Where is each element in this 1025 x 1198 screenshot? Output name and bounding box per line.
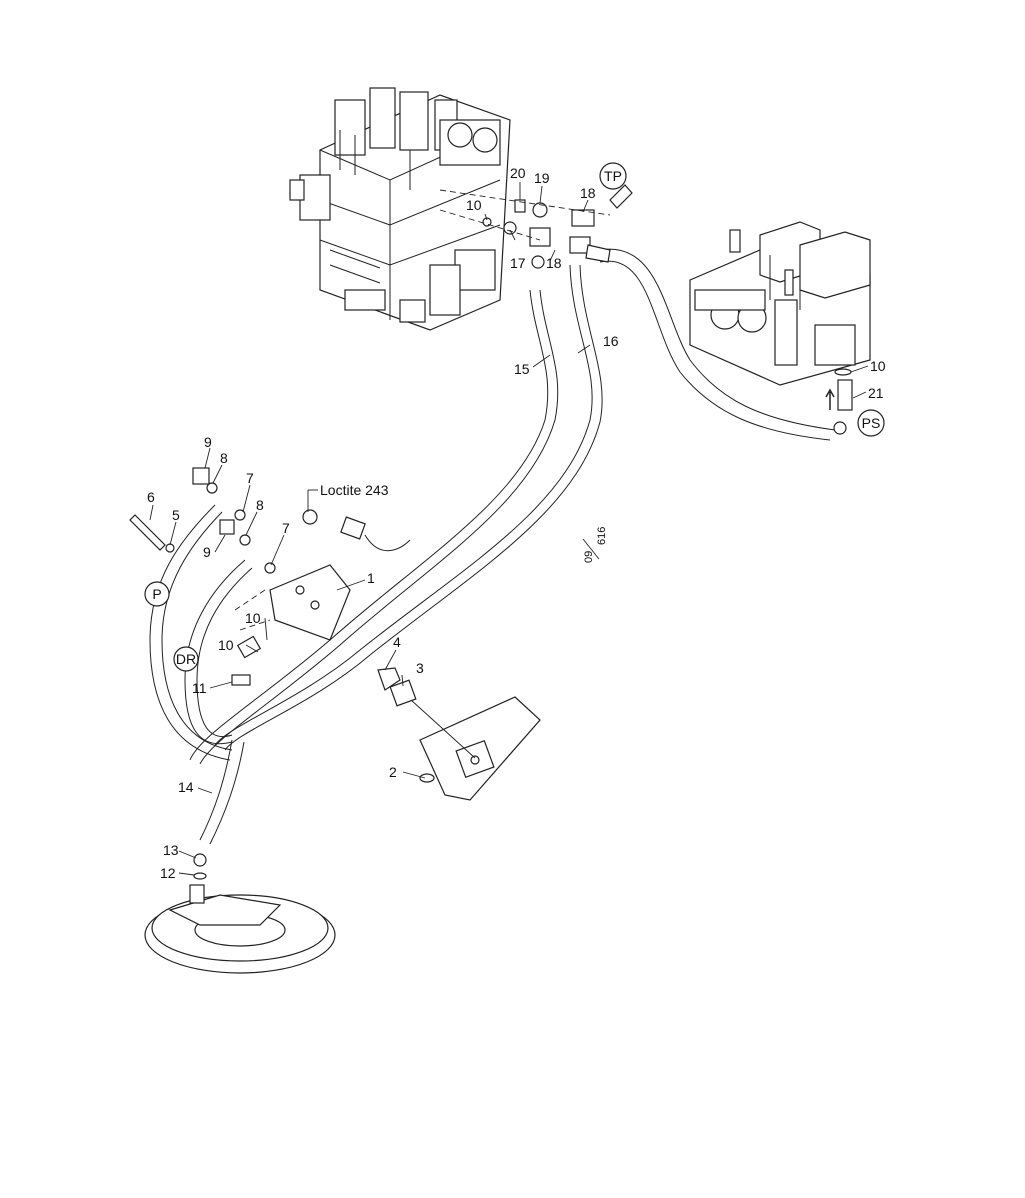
port-marker-tp: TP xyxy=(599,162,627,190)
right-valve-bank xyxy=(689,221,871,386)
port-label-ps: PS xyxy=(862,415,881,431)
callout-labels: 1 2 3 4 5 6 7 7 8 8 9 9 10 10 10 10 11 1… xyxy=(147,165,886,881)
main-control-valve xyxy=(289,87,511,331)
drawing-code-bottom: 616 xyxy=(596,527,608,545)
rotary-ring xyxy=(144,884,336,974)
callout-3: 3 xyxy=(416,660,424,676)
callout-9-lower: 9 xyxy=(203,544,211,560)
flow-arrow-icon xyxy=(825,388,835,410)
drawing-code-top: 09 xyxy=(583,551,595,563)
callout-16: 16 xyxy=(603,333,619,349)
mounting-plate xyxy=(399,689,541,801)
callout-10-right: 10 xyxy=(870,358,886,374)
leader-lines xyxy=(149,182,869,876)
callout-1: 1 xyxy=(367,570,375,586)
port-marker-ps: PS xyxy=(857,409,885,437)
callout-10-left: 10 xyxy=(218,637,234,653)
callout-9-upper: 9 xyxy=(204,434,212,450)
callout-4: 4 xyxy=(393,634,401,650)
callout-11: 11 xyxy=(192,680,207,696)
callout-17: 17 xyxy=(510,255,526,271)
callout-18-upper: 18 xyxy=(580,185,596,201)
port-label-dr: DR xyxy=(176,651,196,667)
port-marker-p: P xyxy=(144,581,170,607)
callout-7-lower: 7 xyxy=(282,520,290,536)
callout-10-mid: 10 xyxy=(245,610,261,626)
small-parts xyxy=(129,184,853,880)
callout-12: 12 xyxy=(160,865,176,881)
callout-10-top: 10 xyxy=(466,197,482,213)
callout-15: 15 xyxy=(514,361,530,377)
callout-20: 20 xyxy=(510,165,526,181)
callout-13: 13 xyxy=(163,842,179,858)
callout-6: 6 xyxy=(147,489,155,505)
loctite-note: Loctite 243 xyxy=(320,482,389,498)
port-label-p: P xyxy=(152,586,161,602)
callout-14: 14 xyxy=(178,779,194,795)
callout-5: 5 xyxy=(172,507,180,523)
port-label-tp: TP xyxy=(604,168,622,184)
port-marker-dr: DR xyxy=(173,646,199,672)
callout-8-lower: 8 xyxy=(256,497,264,513)
hoses xyxy=(149,248,836,845)
callout-21: 21 xyxy=(868,385,884,401)
manifold-block xyxy=(234,564,351,641)
drawing-code: 09 616 xyxy=(582,527,608,563)
callout-18-lower: 18 xyxy=(546,255,562,271)
callout-8-upper: 8 xyxy=(220,450,228,466)
callout-19: 19 xyxy=(534,170,550,186)
callout-7-upper: 7 xyxy=(246,470,254,486)
callout-2: 2 xyxy=(389,764,397,780)
